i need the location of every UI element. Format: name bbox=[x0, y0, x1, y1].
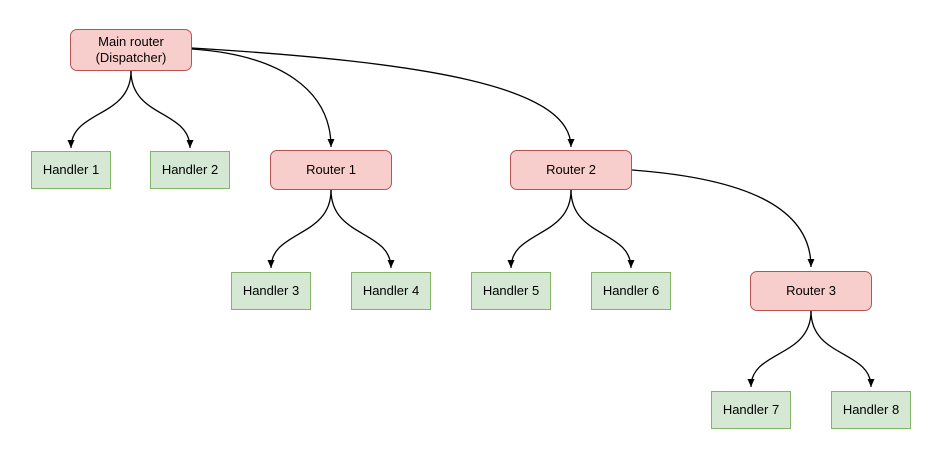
edge-router1-to-handler3 bbox=[267, 189, 332, 269]
node-router-1: Router 1 bbox=[270, 150, 392, 190]
node-main-router: Main router (Dispatcher) bbox=[70, 29, 192, 71]
node-handler-6: Handler 6 bbox=[591, 272, 671, 310]
edge-main-to-handler1 bbox=[67, 70, 132, 149]
node-handler-5: Handler 5 bbox=[471, 272, 551, 310]
edge-router3-to-handler8 bbox=[810, 310, 875, 388]
edge-main-to-router2 bbox=[191, 47, 575, 148]
node-handler-4: Handler 4 bbox=[351, 272, 431, 310]
edge-main-to-handler2 bbox=[130, 70, 194, 149]
edge-router1-to-handler4 bbox=[330, 189, 395, 269]
node-router-3: Router 3 bbox=[750, 271, 872, 311]
node-handler-8: Handler 8 bbox=[831, 391, 911, 429]
edge-main-to-router1 bbox=[191, 48, 335, 148]
node-handler-2: Handler 2 bbox=[150, 151, 230, 189]
edge-router2-to-handler6 bbox=[570, 189, 635, 269]
edge-router2-to-handler5 bbox=[507, 189, 572, 269]
node-handler-3: Handler 3 bbox=[231, 272, 311, 310]
node-handler-1: Handler 1 bbox=[31, 151, 111, 189]
node-router-2: Router 2 bbox=[510, 150, 632, 190]
edge-router3-to-handler7 bbox=[747, 310, 812, 388]
edge-router2-to-router3 bbox=[631, 169, 815, 268]
node-handler-7: Handler 7 bbox=[711, 391, 791, 429]
